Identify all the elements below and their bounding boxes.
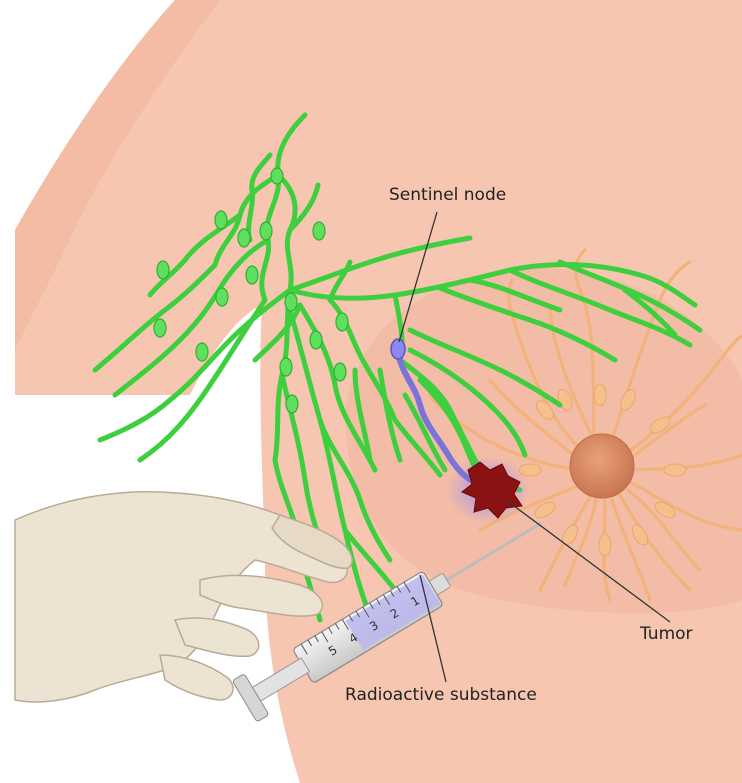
tumor-label: Tumor [640, 624, 693, 644]
nipple [570, 434, 634, 498]
glove-finger-3 [160, 655, 233, 700]
sentinel-node [391, 339, 405, 359]
sentinel-node-label: Sentinel node [389, 185, 506, 205]
radioactive-substance-label: Radioactive substance [345, 685, 537, 705]
